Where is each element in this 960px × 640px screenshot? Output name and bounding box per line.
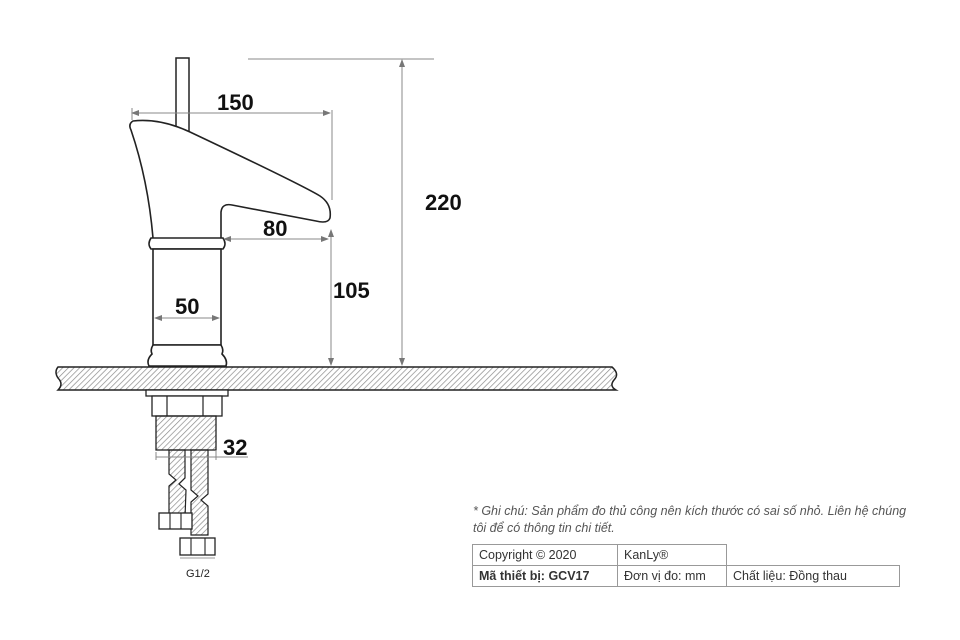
model-code-cell: Mã thiết bị: GCV17: [472, 565, 618, 587]
dim-label-32: 32: [223, 435, 247, 460]
product-info-table: Copyright © 2020 KanLy® Mã thiết bị: GCV…: [472, 544, 900, 587]
dim-label-50: 50: [175, 294, 199, 319]
table-row: Mã thiết bị: GCV17 Đơn vị đo: mm Chất li…: [472, 565, 900, 587]
dim-label-80: 80: [263, 216, 287, 241]
countertop-slab: [55, 366, 619, 391]
dimension-lines: [131, 58, 434, 460]
dim-label-105: 105: [333, 278, 370, 303]
dim-label-220: 220: [425, 190, 462, 215]
connector-label-g12: G1/2: [186, 568, 210, 580]
handle-lever: [175, 57, 190, 133]
unit-cell: Đơn vị đo: mm: [617, 565, 727, 587]
dim-label-150: 150: [217, 90, 254, 115]
empty-cell: [726, 544, 900, 566]
brand-cell: KanLy®: [617, 544, 727, 566]
mounting-hardware: [145, 389, 229, 451]
copyright-cell: Copyright © 2020: [472, 544, 618, 566]
material-cell: Chất liệu: Đồng thau: [726, 565, 900, 587]
table-row: Copyright © 2020 KanLy®: [472, 544, 900, 566]
disclaimer-note: * Ghi chú: Sản phẩm đo thủ công nên kích…: [473, 504, 907, 535]
faucet-body: [129, 119, 332, 367]
supply-hoses: [158, 449, 216, 559]
